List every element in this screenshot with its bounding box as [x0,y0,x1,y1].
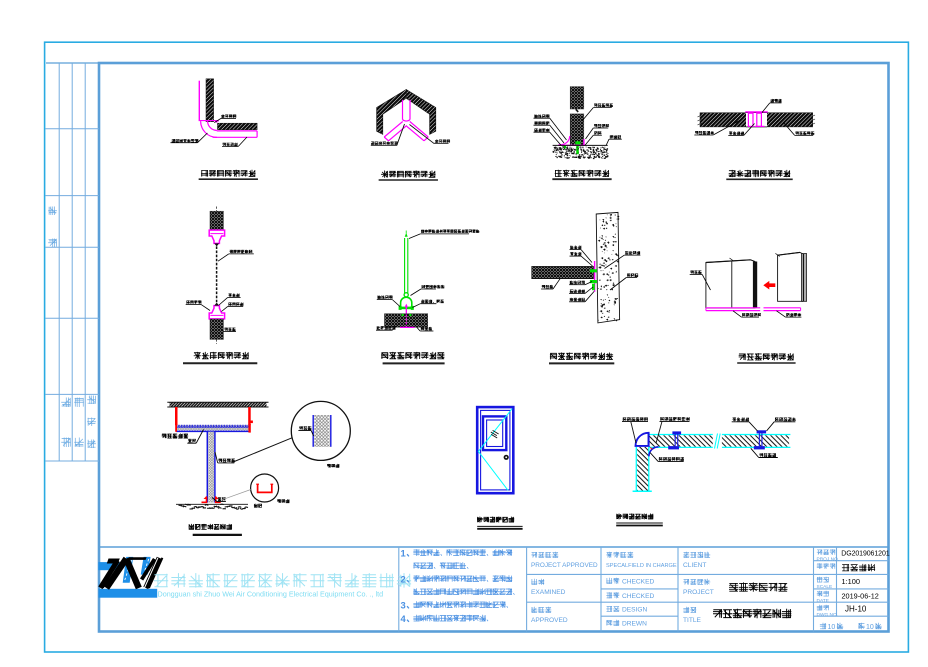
svg-text:SCALE: SCALE [817,584,833,590]
svg-text:10: 10 [866,624,874,631]
svg-text:JH-10: JH-10 [845,605,867,614]
svg-text:10: 10 [828,624,836,631]
svg-text:EXAMINED: EXAMINED [531,589,566,596]
svg-text:Dongguan shi Zhuo Wei Air Cond: Dongguan shi Zhuo Wei Air Conditioning E… [158,590,384,599]
svg-text:1: 1 [401,547,406,558]
svg-text:1:100: 1:100 [842,577,861,586]
svg-text:PROJ.NO.: PROJ.NO. [817,556,840,562]
svg-text:2019-06-12: 2019-06-12 [842,591,879,600]
svg-text:DATE: DATE [817,598,829,604]
svg-text:CLIENT: CLIENT [683,562,706,569]
svg-text:CHECKED: CHECKED [622,579,654,586]
svg-text:CHECKED: CHECKED [622,593,654,600]
svg-text:APPROVED: APPROVED [531,617,568,624]
svg-text:4: 4 [401,613,407,624]
svg-text:DREWN: DREWN [622,621,647,628]
svg-text:DWG.NO.: DWG.NO. [817,612,839,618]
svg-text:PROJECT: PROJECT [683,589,714,596]
svg-text:2: 2 [401,573,406,584]
svg-text:DG2019061201: DG2019061201 [841,551,889,558]
svg-text:TITLE: TITLE [683,617,702,624]
svg-text:DESIGN: DESIGN [622,607,648,614]
svg-text:3: 3 [401,599,406,610]
svg-text:SPECALFIELD IN CHARGE: SPECALFIELD IN CHARGE [606,563,677,569]
svg-text:PROJECT APPROVED: PROJECT APPROVED [531,562,598,569]
